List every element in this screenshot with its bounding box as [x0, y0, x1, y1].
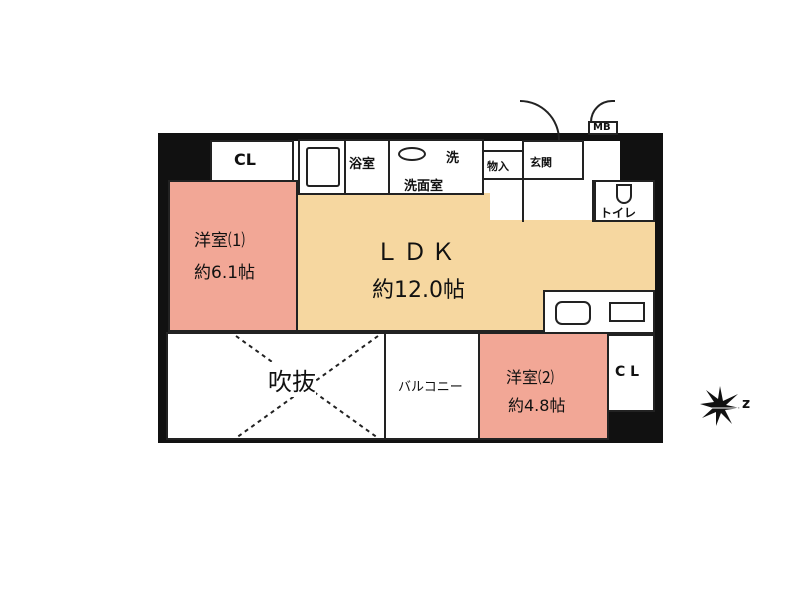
closet-2: C L	[607, 334, 655, 412]
compass-label: z	[742, 396, 751, 412]
balcony: バルコニー	[384, 332, 480, 440]
closet-2-label: C L	[615, 364, 640, 380]
wall-bottom	[158, 438, 663, 443]
bathtub	[298, 139, 346, 195]
sink-icon	[555, 301, 591, 325]
bathroom-label: 浴室	[349, 157, 376, 172]
bathtub-icon	[306, 147, 340, 187]
compass: z	[698, 384, 758, 428]
mb-door[interactable]	[590, 100, 615, 122]
toilet-label: トイレ	[600, 206, 637, 220]
western-room-2: 洋室⑵ 約4.8帖	[478, 332, 609, 440]
void-label: 吹抜	[268, 362, 316, 397]
western-room-2-size: 約4.8帖	[508, 396, 566, 415]
meter-box: MB	[588, 121, 618, 135]
entrance-label: 玄関	[530, 156, 552, 169]
hall	[522, 180, 594, 222]
stove-icon	[609, 302, 645, 322]
pillar	[168, 141, 210, 181]
washroom: 洗 洗面室	[388, 139, 484, 195]
ldk-size: 約12.0帖	[372, 278, 465, 303]
storage-label: 物入	[487, 160, 509, 173]
void-area: 吹抜	[166, 332, 386, 440]
toilet-icon	[616, 184, 632, 204]
washbasin-icon	[398, 147, 426, 161]
wall-top	[158, 133, 663, 141]
western-room-1-name: 洋室⑴	[194, 231, 245, 251]
western-room-2-name: 洋室⑵	[506, 368, 555, 387]
closet-1: CL	[210, 140, 294, 182]
compass-star-icon	[700, 386, 740, 426]
entrance-door[interactable]	[520, 100, 560, 140]
storage: 物入	[482, 150, 524, 180]
kitchen-counter	[543, 290, 655, 334]
meter-box-label: MB	[593, 122, 611, 133]
pillar	[607, 410, 655, 440]
ldk-name: ＬＤＫ	[375, 238, 459, 266]
entrance: 玄関	[522, 140, 584, 180]
western-room-1: 洋室⑴ 約6.1帖	[168, 180, 298, 332]
washroom-label: 洗面室	[404, 179, 444, 194]
balcony-label: バルコニー	[398, 380, 463, 395]
ldk	[298, 193, 490, 332]
wall-right	[655, 133, 663, 443]
pillar	[620, 141, 655, 181]
void-cross	[235, 335, 379, 439]
closet-1-label: CL	[234, 150, 256, 169]
wall-left	[158, 133, 169, 443]
washer-label: 洗	[446, 151, 460, 166]
bathroom: 浴室	[344, 139, 390, 195]
toilet: トイレ	[594, 180, 655, 222]
western-room-1-size: 約6.1帖	[194, 263, 256, 283]
